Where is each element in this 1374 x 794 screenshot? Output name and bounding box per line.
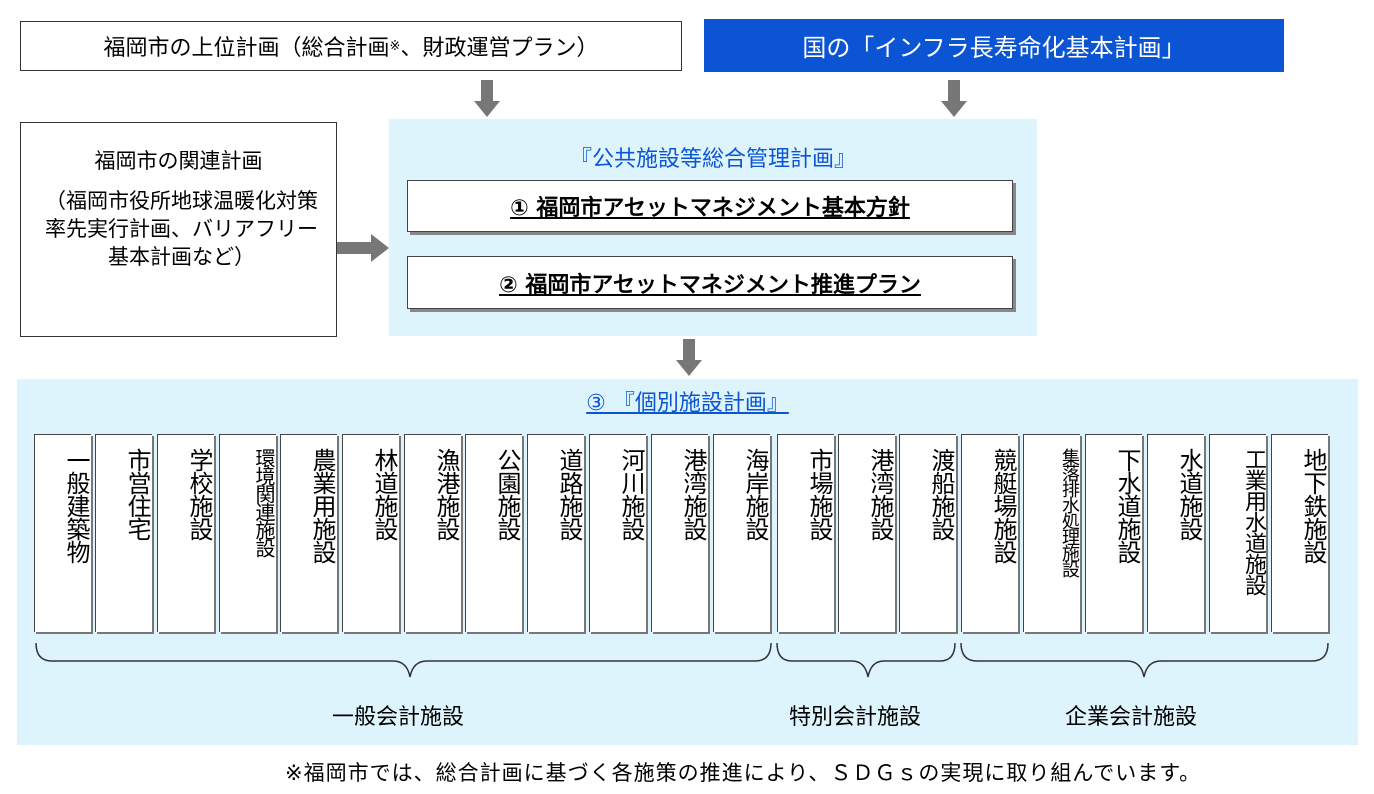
upper-plan-box: 福岡市の上位計画（総合計画※、財政運営プラン） xyxy=(20,21,682,71)
general-account-brace xyxy=(35,642,772,678)
facility-card: 道路施設 xyxy=(527,434,584,632)
facility-label: 集落排水処理施設 xyxy=(1059,448,1080,576)
facility-label: 漁港施設 xyxy=(432,448,460,540)
facility-label: 市営住宅 xyxy=(123,448,151,540)
enterprise-account-brace xyxy=(960,642,1329,678)
facility-label: 環境関連施設 xyxy=(252,448,276,556)
facility-card: 公園施設 xyxy=(465,434,522,632)
facility-label: 下水道施設 xyxy=(1113,448,1141,563)
down-arrow-icon xyxy=(676,339,702,376)
facility-card: 環境関連施設 xyxy=(219,434,276,632)
facility-label: 水道施設 xyxy=(1175,448,1203,540)
upper-plan-text-2: 、財政運営プラン） xyxy=(400,36,599,61)
facility-card: 林道施設 xyxy=(342,434,399,632)
facility-label: 地下鉄施設 xyxy=(1299,448,1327,563)
facility-label: 道路施設 xyxy=(555,448,583,540)
facility-label: 公園施設 xyxy=(493,448,521,540)
management-plan-panel: 『公共施設等総合管理計画』 ① 福岡市アセットマネジメント基本方針 ② 福岡市ア… xyxy=(389,119,1037,336)
related-plan-box: 福岡市の関連計画 （福岡市役所地球温暖化対策率先実行計画、バリアフリー基本計画な… xyxy=(20,122,337,337)
facility-label: 競艇場施設 xyxy=(989,448,1017,563)
facility-label: 工業用水道施設 xyxy=(1241,448,1266,595)
facility-card: 市場施設 xyxy=(777,434,834,632)
facility-card: 渡船施設 xyxy=(899,434,956,632)
basic-policy-label: ① 福岡市アセットマネジメント基本方針 xyxy=(510,196,910,221)
management-plan-title: 『公共施設等総合管理計画』 xyxy=(569,147,856,172)
national-plan-box: 国の「インフラ長寿命化基本計画」 xyxy=(704,19,1284,72)
facility-label: 港湾施設 xyxy=(679,448,707,540)
individual-plan-panel: ③ 『個別施設計画』 一般建築物 市営住宅 学校施設 環境関連施設 農業用施設 … xyxy=(17,379,1358,745)
facility-label: 学校施設 xyxy=(185,448,213,540)
facility-card: 下水道施設 xyxy=(1085,434,1142,632)
facility-label: 渡船施設 xyxy=(927,448,955,540)
facility-label: 港湾施設 xyxy=(866,448,894,540)
special-account-brace xyxy=(776,642,956,678)
related-plan-body: （福岡市役所地球温暖化対策率先実行計画、バリアフリー基本計画など） xyxy=(45,189,318,269)
facility-card: 一般建築物 xyxy=(34,434,91,632)
related-plan-title: 福岡市の関連計画 xyxy=(94,149,263,173)
facility-card: 港湾施設 xyxy=(651,434,708,632)
facility-card: 集落排水処理施設 xyxy=(1023,434,1080,632)
upper-plan-note-mark: ※ xyxy=(389,38,401,54)
footnote: ※福岡市では、総合計画に基づく各施策の推進により、ＳＤＧｓの実現に取り組んでいま… xyxy=(285,761,1202,785)
facility-card: 漁港施設 xyxy=(404,434,461,632)
basic-policy-box: ① 福岡市アセットマネジメント基本方針 xyxy=(407,180,1013,232)
upper-plan-text: 福岡市の上位計画（総合計画 xyxy=(103,36,390,61)
facility-card: 港湾施設 xyxy=(838,434,895,632)
individual-plan-title: ③ 『個別施設計画』 xyxy=(586,391,789,416)
facility-label: 一般建築物 xyxy=(62,448,90,563)
special-account-label: 特別会計施設 xyxy=(789,705,922,730)
facility-card: 海岸施設 xyxy=(713,434,770,632)
facility-label: 海岸施設 xyxy=(741,448,769,540)
facility-card: 農業用施設 xyxy=(280,434,337,632)
down-arrow-icon xyxy=(941,80,967,117)
down-arrow-icon xyxy=(474,80,500,117)
group-braces xyxy=(35,642,1329,678)
enterprise-account-label: 企業会計施設 xyxy=(1065,705,1198,730)
facility-card: 河川施設 xyxy=(589,434,646,632)
right-arrow-icon xyxy=(337,234,389,262)
facility-card: 学校施設 xyxy=(157,434,214,632)
promotion-plan-label: ② 福岡市アセットマネジメント推進プラン xyxy=(499,272,921,298)
facility-card: 地下鉄施設 xyxy=(1271,434,1328,632)
facility-label: 河川施設 xyxy=(617,448,645,540)
national-plan-text: 国の「インフラ長寿命化基本計画」 xyxy=(802,34,1186,62)
facility-label: 林道施設 xyxy=(370,448,398,540)
facility-card: 競艇場施設 xyxy=(961,434,1018,632)
facility-card: 水道施設 xyxy=(1147,434,1204,632)
facility-label: 市場施設 xyxy=(805,448,833,540)
facility-card: 工業用水道施設 xyxy=(1209,434,1266,632)
facility-card: 市営住宅 xyxy=(95,434,152,632)
facility-label: 農業用施設 xyxy=(308,448,336,563)
promotion-plan-box: ② 福岡市アセットマネジメント推進プラン xyxy=(407,256,1013,309)
general-account-label: 一般会計施設 xyxy=(332,705,465,730)
